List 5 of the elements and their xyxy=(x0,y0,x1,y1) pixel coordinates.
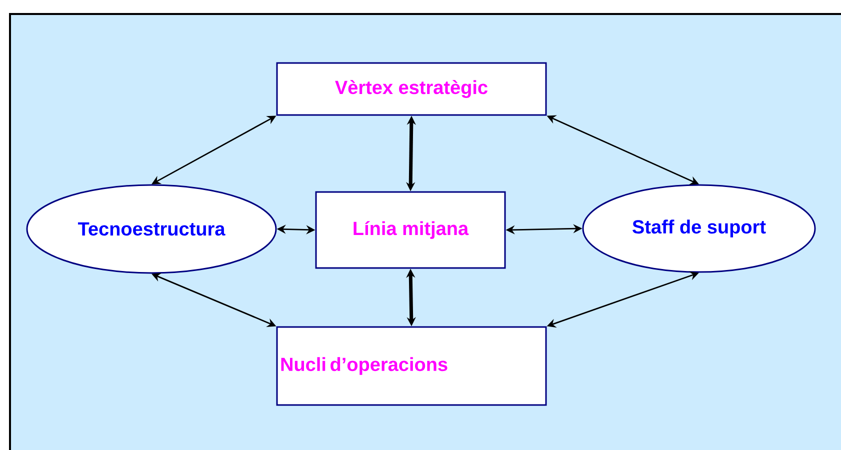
process-box: Línia mitjana xyxy=(315,191,506,269)
ellipse-node: Tecnoestructura xyxy=(26,184,277,274)
ellipse-node: Staff de suport xyxy=(582,184,816,273)
process-box: Vèrtex estratègic xyxy=(276,62,547,116)
process-box: Nucli d’operacions xyxy=(276,326,547,406)
